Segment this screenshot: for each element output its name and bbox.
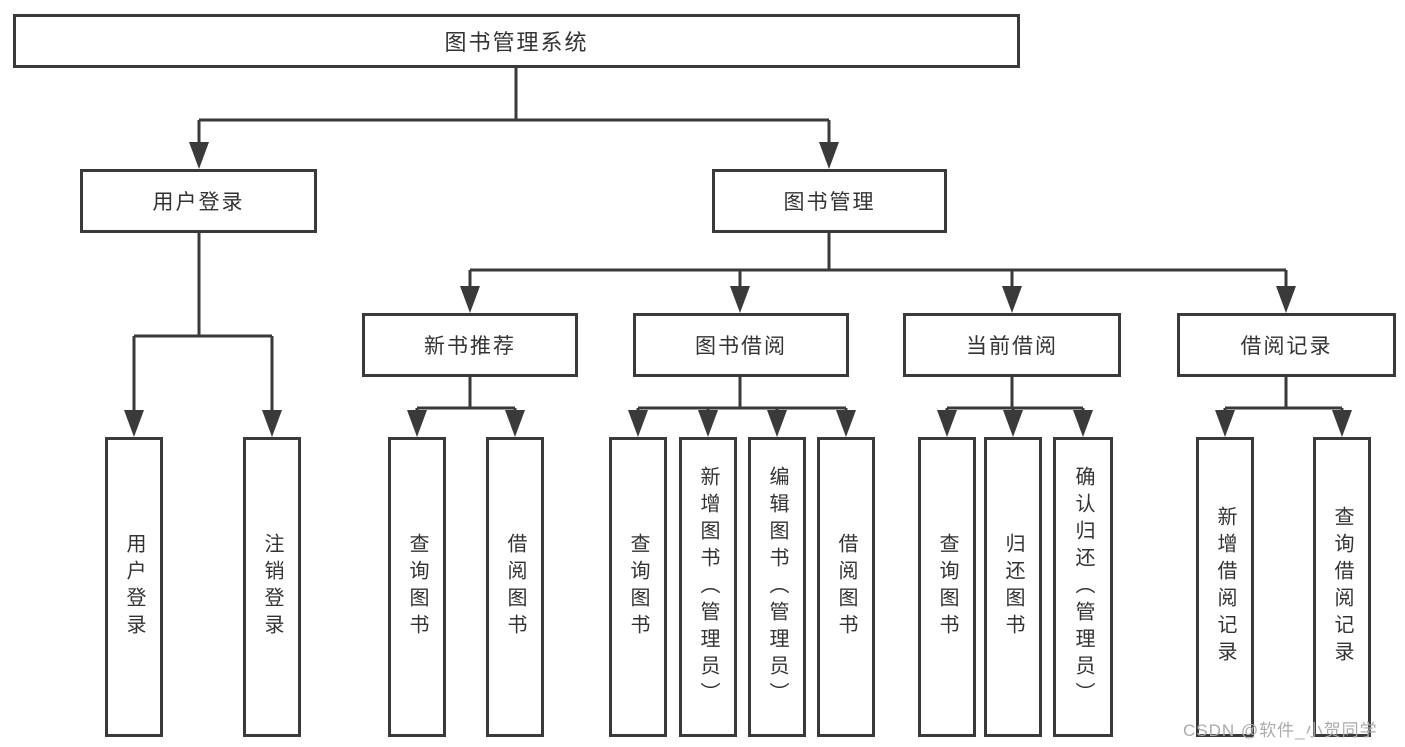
node-label: 借阅记录	[1240, 335, 1333, 358]
node-label: 查询图书	[627, 533, 649, 641]
leaf-add-borrow-record: 新增借阅记录	[1196, 437, 1254, 737]
node-user-login: 用户登录	[80, 169, 317, 233]
leaf-return-book: 归还图书	[984, 437, 1042, 737]
leaf-add-book-admin: 新增图书（管理员）	[679, 437, 737, 737]
connector-user-login-to-leaves	[132, 233, 274, 413]
node-label: 当前借阅	[966, 335, 1058, 358]
connector-current-borrow-to-leaves	[945, 377, 1085, 413]
node-label: 图书借阅	[695, 335, 787, 358]
node-label: 编辑图书（管理员）	[766, 465, 788, 709]
node-label: 图书管理	[783, 191, 876, 214]
node-label: 新增图书（管理员）	[697, 465, 719, 709]
leaf-borrow-book-recommend: 借阅图书	[486, 437, 544, 737]
node-book-management: 图书管理	[712, 169, 947, 233]
node-label: 查询图书	[936, 533, 958, 641]
node-current-borrow: 当前借阅	[903, 313, 1121, 377]
leaf-user-login: 用户登录	[105, 437, 163, 737]
node-label: 新书推荐	[424, 335, 516, 358]
leaf-edit-book-admin: 编辑图书（管理员）	[748, 437, 806, 737]
node-book-borrow: 图书借阅	[633, 313, 849, 377]
connector-root-to-level2	[197, 68, 831, 144]
connector-book-management-to-level3	[468, 233, 1288, 289]
node-new-book-recommend: 新书推荐	[362, 313, 578, 377]
node-label: 查询图书	[406, 533, 428, 641]
arrowheads	[124, 142, 1352, 437]
node-borrow-records: 借阅记录	[1177, 313, 1396, 377]
leaf-query-book-borrow: 查询图书	[609, 437, 667, 737]
node-label: 用户登录	[152, 191, 245, 214]
node-label: 借阅图书	[835, 533, 857, 641]
node-label: 借阅图书	[504, 533, 526, 641]
leaf-confirm-return-admin: 确认归还（管理员）	[1053, 437, 1113, 737]
node-label: 查询借阅记录	[1331, 506, 1353, 668]
leaf-query-book-recommend: 查询图书	[388, 437, 446, 737]
leaf-borrow-book: 借阅图书	[817, 437, 875, 737]
node-library-management-system: 图书管理系统	[13, 14, 1020, 68]
leaf-query-book-current: 查询图书	[918, 437, 976, 737]
node-label: 图书管理系统	[444, 30, 589, 55]
connector-borrow-records-to-leaves	[1223, 377, 1344, 413]
node-label: 确认归还（管理员）	[1072, 465, 1094, 709]
connector-new-book-recommend-to-leaves	[415, 377, 517, 413]
leaf-query-borrow-record: 查询借阅记录	[1313, 437, 1371, 737]
node-label: 注销登录	[261, 533, 283, 641]
csdn-watermark: CSDN @软件_小贺同学	[1183, 721, 1378, 740]
node-label: 归还图书	[1002, 533, 1024, 641]
node-label: 用户登录	[123, 533, 145, 641]
connector-book-borrow-to-leaves	[636, 377, 848, 413]
node-label: 新增借阅记录	[1214, 506, 1236, 668]
leaf-logout: 注销登录	[243, 437, 301, 737]
